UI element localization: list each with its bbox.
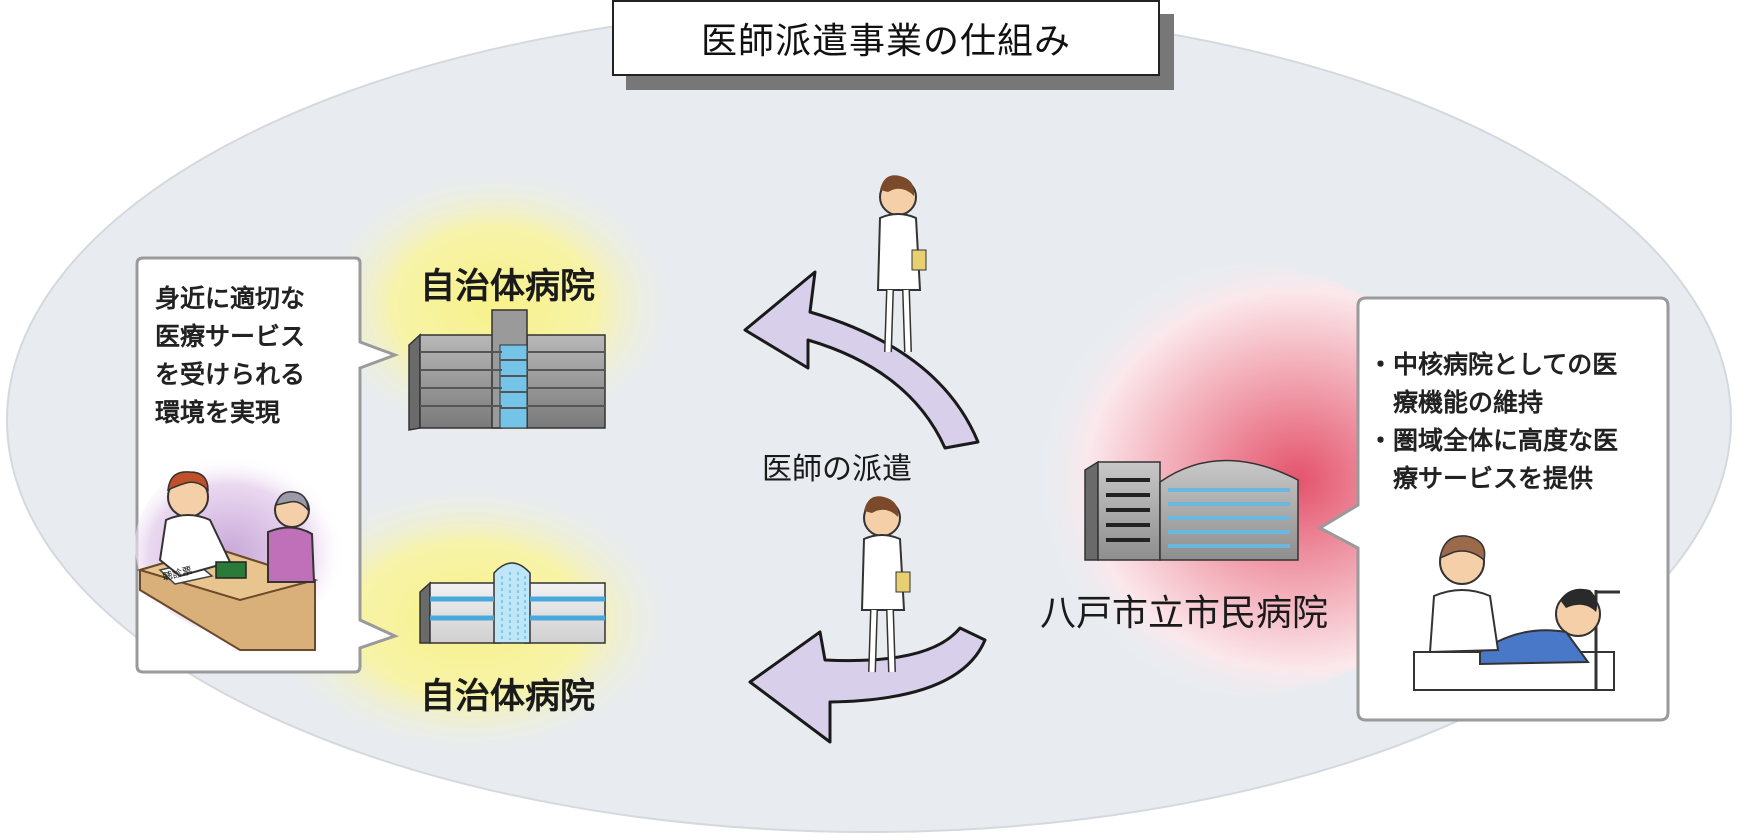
dispatch-arrow-bottom <box>748 626 987 744</box>
diagram-title: 医師派遣事業の仕組み <box>612 0 1160 76</box>
local-hospital-bottom-label: 自治体病院 <box>420 677 596 717</box>
right-callout-line-3: ・圏域全体に高度な医 <box>1368 426 1619 455</box>
local-hospital-top-building <box>408 309 606 431</box>
left-callout-line-4: 環境を実現 <box>155 398 281 427</box>
dispatch-arrow-top <box>743 270 980 450</box>
right-callout-line-4: 療サービスを提供 <box>1368 464 1594 493</box>
left-callout-line-1: 身近に適切な <box>155 284 306 313</box>
local-hospital-bottom-building <box>419 562 606 644</box>
left-callout-line-2: 医療サービス <box>155 322 306 351</box>
right-callout <box>1316 296 1670 722</box>
dispatch-label: 医師の派遣 <box>762 452 912 487</box>
doctor-figure-bottom <box>860 496 911 673</box>
local-hospital-top-label: 自治体病院 <box>420 267 596 307</box>
left-callout-text: 身近に適切な 医療サービス を受けられる 環境を実現 <box>155 280 305 432</box>
right-callout-line-1: ・中核病院としての医 <box>1368 350 1618 379</box>
left-callout-line-3: を受けられる <box>155 360 306 389</box>
left-callout <box>135 256 400 674</box>
right-callout-line-2: 療機能の維持 <box>1368 388 1544 417</box>
right-callout-text: ・中核病院としての医 療機能の維持 ・圏域全体に高度な医 療サービスを提供 <box>1368 346 1618 498</box>
core-hospital-label: 八戸市立市民病院 <box>1040 593 1329 634</box>
core-hospital-building <box>1084 459 1299 561</box>
doctor-figure-top <box>876 175 927 353</box>
